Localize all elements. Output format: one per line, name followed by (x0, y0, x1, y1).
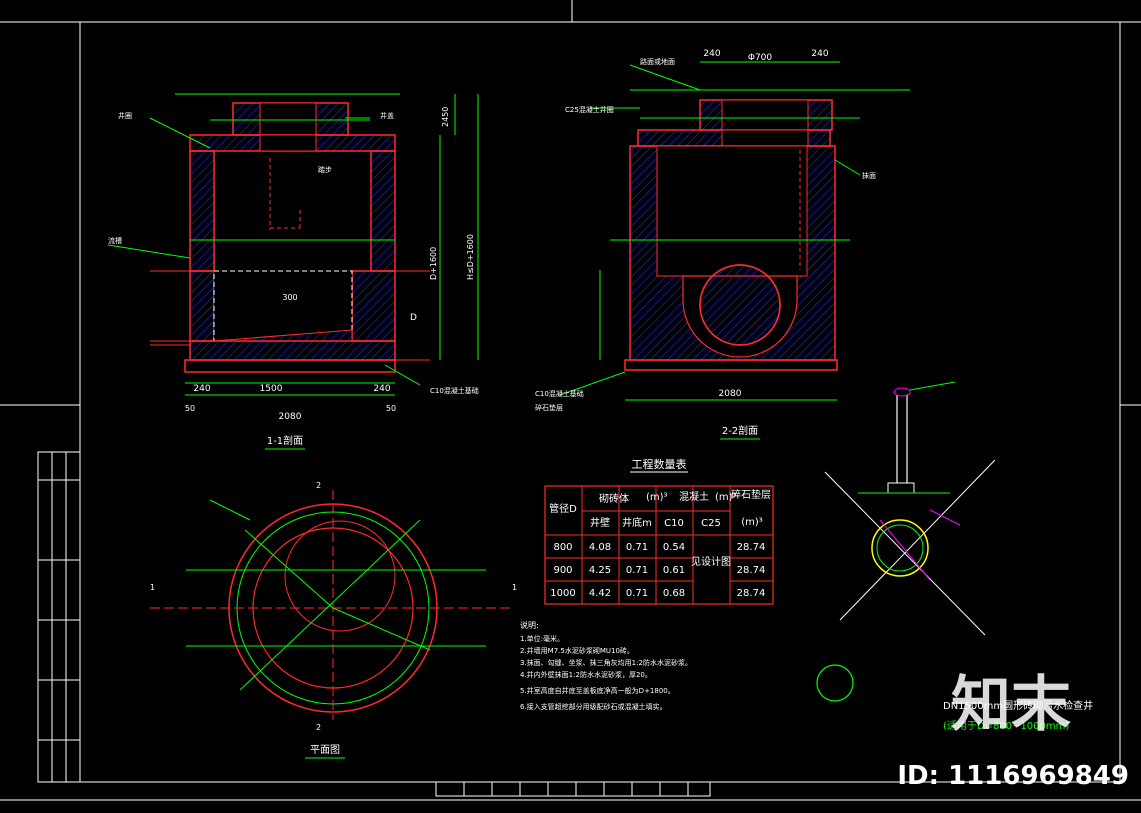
dim-2450: 2450 (441, 107, 450, 127)
dim-d1600: D+1600 (429, 247, 438, 280)
note-3: 3.抹面、勾缝、坐浆、抹三角灰均用1:2防水水泥砂浆。 (520, 658, 692, 667)
section-1-1 (107, 93, 479, 396)
table-row-3-c: 0.68 (663, 588, 685, 599)
drawing-title-line2: (适用于D=800~1000mm) (943, 720, 1069, 732)
section-2-2 (559, 61, 910, 401)
table-row-2-d: 900 (553, 565, 572, 576)
note-5: 5.井室高度自井底至盖板底净高一般为D+1800。 (520, 686, 675, 695)
label-base: C10混凝土基础 (430, 386, 479, 395)
table-row-2-a: 4.25 (589, 565, 611, 576)
table-row-3-e: 28.74 (737, 588, 766, 599)
table-title: 工程数量表 (632, 457, 687, 471)
dim-240-top-left: 240 (703, 49, 720, 59)
table-row-2-c: 0.61 (663, 565, 685, 576)
label-channel: 流槽 (108, 236, 122, 245)
label-step: 踏步 (318, 165, 332, 174)
label-cover: 井盖 (380, 111, 394, 120)
table-row-1-b: 0.71 (626, 542, 648, 553)
dim-300: 300 (282, 293, 297, 302)
dim-2080-b: 2080 (719, 389, 742, 399)
watermark-id: ID: 1116969849 (897, 761, 1129, 791)
label-c10: C10混凝土基础 (535, 389, 584, 398)
table-row-1-d: 800 (553, 542, 572, 553)
plan-marker-2-bottom: 2 (316, 723, 321, 732)
detail-view (816, 381, 996, 702)
table-sub-wall: 井壁 (590, 516, 610, 529)
drawing-title-line1: DN1500mm圆形砖砌污水检查井 (943, 699, 1093, 712)
table-row-2-b: 0.71 (626, 565, 648, 576)
plan-title: 平面图 (310, 744, 340, 756)
table-sub-bottom: 井底m (622, 516, 652, 529)
dim-h-total: H≤D+1600 (466, 234, 475, 280)
plan-marker-1-right: 1 (512, 583, 517, 592)
dim-1500: 1500 (260, 384, 283, 394)
notes: 说明: 1.单位:毫米。 2.井墙用M7.5水泥砂浆砌MU10砖。 3.抹面、勾… (520, 620, 692, 711)
table-sub-c25: C25 (701, 518, 721, 529)
plan-marker-1-left: 1 (150, 583, 155, 592)
table-row-1-c: 0.54 (663, 542, 685, 553)
table-unit-brick: (m)³ (646, 492, 668, 503)
table-header-brick: 砌砖体 (599, 492, 629, 505)
dim-2080: 2080 (279, 412, 302, 422)
label-ground: 井圈 (118, 111, 132, 120)
section-1-title: 1-1剖面 (267, 434, 303, 447)
table-header-concrete: 混凝土 (679, 490, 709, 503)
dim-240-left: 240 (193, 384, 210, 394)
table-sub-c10: C10 (664, 518, 684, 529)
table-row-1-a: 4.08 (589, 542, 611, 553)
table-row-3-a: 4.42 (589, 588, 611, 599)
dim-50-right: 50 (386, 404, 396, 413)
dim-240-top-right: 240 (811, 49, 828, 59)
dim-240-right: 240 (373, 384, 390, 394)
table-c25-note: 见设计图 (691, 555, 731, 568)
table-unit-gravel: (m)³ (741, 517, 763, 528)
table-header-gravel: 碎石垫层 (731, 488, 771, 501)
notes-title: 说明: (520, 620, 539, 630)
table-row-1-e: 28.74 (737, 542, 766, 553)
quantity-table-frame (544, 485, 774, 605)
note-4: 4.井内外壁抹面1:2防水水泥砂浆，厚20。 (520, 670, 652, 679)
dim-50-left: 50 (185, 404, 195, 413)
table-row-3-d: 1000 (550, 588, 575, 599)
table-unit-concrete: (m)³ (715, 492, 737, 503)
dim-phi700: Φ700 (748, 53, 773, 63)
table-header-pipe: 管径D (549, 502, 577, 515)
note-6: 6.接入支管超挖部分用级配砂石或混凝土填实。 (520, 702, 667, 711)
note-2: 2.井墙用M7.5水泥砂浆砌MU10砖。 (520, 646, 634, 655)
plan-marker-2-top: 2 (316, 481, 321, 490)
dim-d-label: D (410, 313, 417, 323)
note-1: 1.单位:毫米。 (520, 634, 564, 643)
label-plaster: 抹面 (862, 171, 876, 180)
watermark-logo: 知末 (951, 670, 1071, 740)
table-row-3-b: 0.71 (626, 588, 648, 599)
label-road: 路面或地面 (640, 57, 675, 66)
label-c25: C25混凝土井圈 (565, 105, 614, 114)
table-row-2-e: 28.74 (737, 565, 766, 576)
label-gravel: 碎石垫层 (535, 403, 563, 412)
plan-view (150, 490, 510, 720)
section-2-title: 2-2剖面 (722, 424, 758, 437)
